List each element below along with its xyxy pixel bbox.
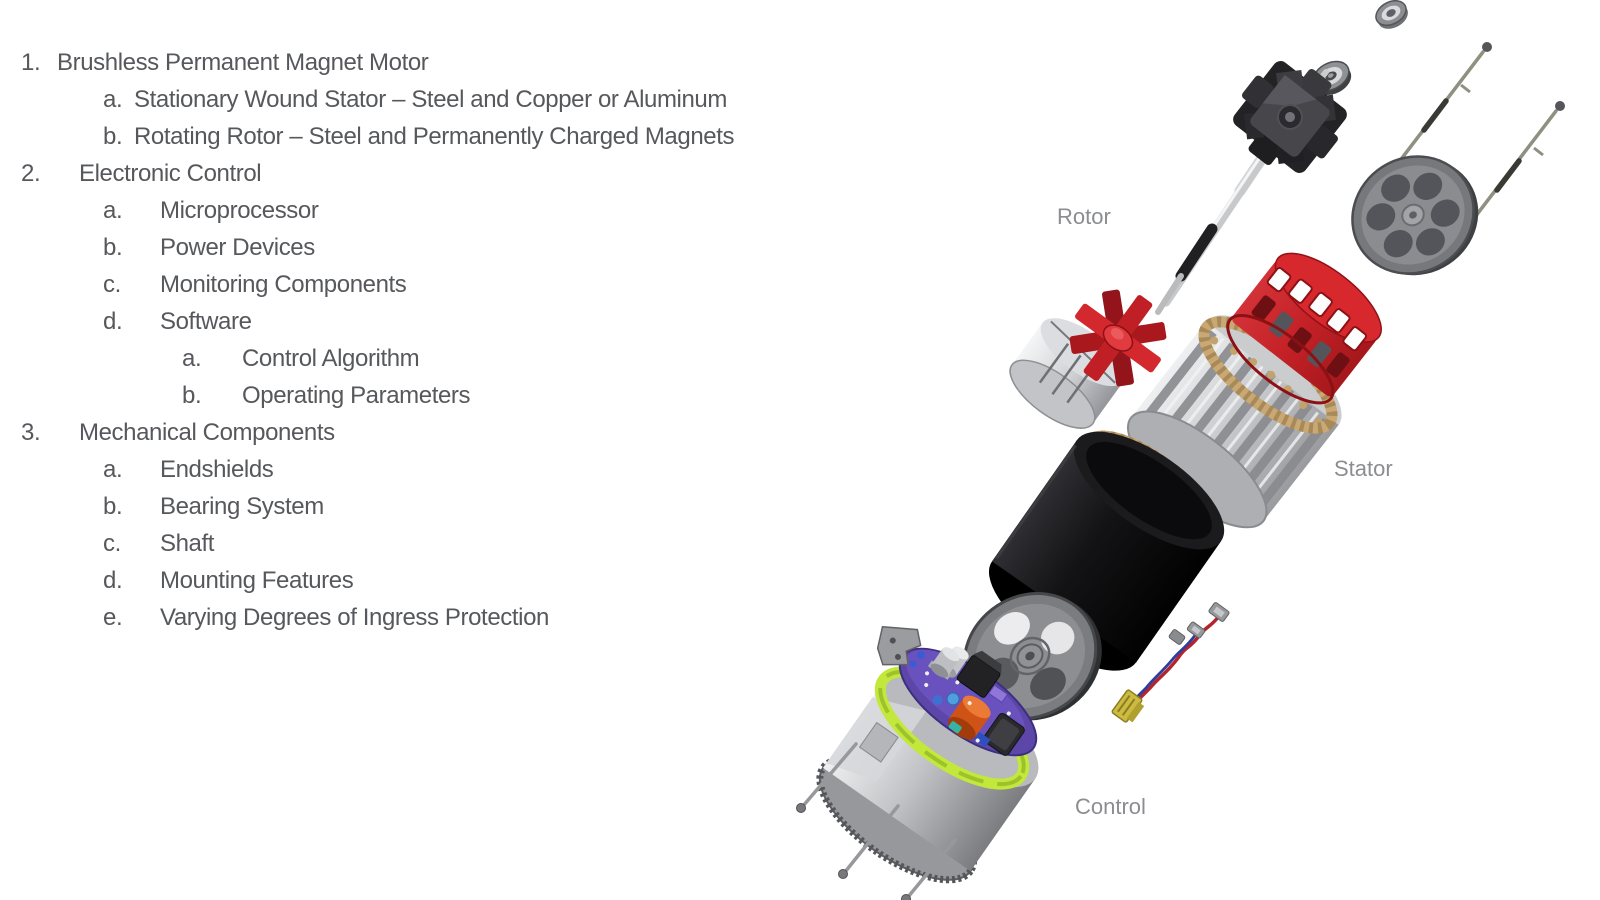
list-item-marker: a. [103,86,123,113]
harness-terminal [1186,621,1206,639]
list-item-marker: a. [103,456,123,483]
list-item: a. Microprocessor [0,192,820,229]
list-item-marker: e. [103,604,123,631]
list-item-marker: c. [103,271,121,298]
list-item-marker: c. [103,530,121,557]
list-item: a. Endshields [0,451,820,488]
outline-list: 1. Brushless Permanent Magnet Motor a. S… [0,44,820,636]
list-item-marker: a. [103,197,123,224]
part-shell-cylinder [988,431,1225,671]
list-item-text: Bearing System [160,493,324,520]
harness-terminal [1208,602,1230,622]
list-item-text: Stationary Wound Stator – Steel and Copp… [134,86,727,113]
list-item-marker: 3. [21,419,41,446]
part-rotor [1009,289,1167,429]
control-capacitor-metal [927,647,960,680]
list-item-marker: d. [103,308,123,335]
list-item-text: Software [160,308,252,335]
list-item-text: Varying Degrees of Ingress Protection [160,604,549,631]
part-through-bolt-1 [1400,42,1492,160]
list-item: 1. Brushless Permanent Magnet Motor [0,44,820,81]
label-rotor: Rotor [1057,204,1111,229]
list-item: b. Rotating Rotor – Steel and Permanentl… [0,118,820,155]
list-item-text: Brushless Permanent Magnet Motor [57,49,429,76]
list-item: d. Software [0,303,820,340]
list-item-text: Power Devices [160,234,315,261]
part-mounting-bolts [796,742,957,900]
list-item-text: Endshields [160,456,274,483]
rotor-magnets [1069,289,1167,387]
list-item: a. Stationary Wound Stator – Steel and C… [0,81,820,118]
list-item-marker: b. [103,493,123,520]
list-item: b. Bearing System [0,488,820,525]
label-stator: Stator [1334,456,1393,481]
list-item-text: Rotating Rotor – Steel and Permanently C… [134,123,735,150]
list-item-marker: 2. [21,160,41,187]
list-item: 3. Mechanical Components [0,414,820,451]
list-item: b. Operating Parameters [0,377,820,414]
bracket-screw [909,660,917,668]
stator-winding-cage [1226,252,1382,405]
pcb-transformer [956,650,1002,698]
part-endshield-top [1351,155,1479,276]
list-item-text: Mechanical Components [79,419,335,446]
harness-terminal [1168,629,1186,645]
harness-connector [1111,689,1145,723]
list-item-marker: a. [182,345,202,372]
list-item-text: Microprocessor [160,197,319,224]
part-wire-harness [1111,602,1230,723]
list-item: e. Varying Degrees of Ingress Protection [0,599,820,636]
list-item-text: Mounting Features [160,567,354,594]
list-item: c. Shaft [0,525,820,562]
list-item-marker: d. [103,567,123,594]
list-item-marker: b. [182,382,202,409]
control-bracket [876,625,922,666]
list-item: a. Control Algorithm [0,340,820,377]
list-item-text: Operating Parameters [242,382,471,409]
list-item: d. Mounting Features [0,562,820,599]
part-bearing-top [1375,0,1408,29]
pcb-header [988,684,1009,704]
list-item-marker: b. [103,234,123,261]
label-control: Control [1075,794,1146,819]
list-item: c. Monitoring Components [0,266,820,303]
list-item: b. Power Devices [0,229,820,266]
list-item-marker: b. [103,123,123,150]
part-through-bolt-2 [1473,101,1565,219]
part-control-assembly [796,625,1039,900]
list-item-text: Shaft [160,530,215,557]
list-item-text: Monitoring Components [160,271,407,298]
list-item-text: Electronic Control [79,160,262,187]
list-item-marker: 1. [21,49,41,76]
pcb-choke [982,712,1025,756]
list-item-text: Control Algorithm [242,345,420,372]
part-rotor-core-gear [1233,61,1347,173]
bracket-screw [917,651,925,659]
list-item: 2. Electronic Control [0,155,820,192]
